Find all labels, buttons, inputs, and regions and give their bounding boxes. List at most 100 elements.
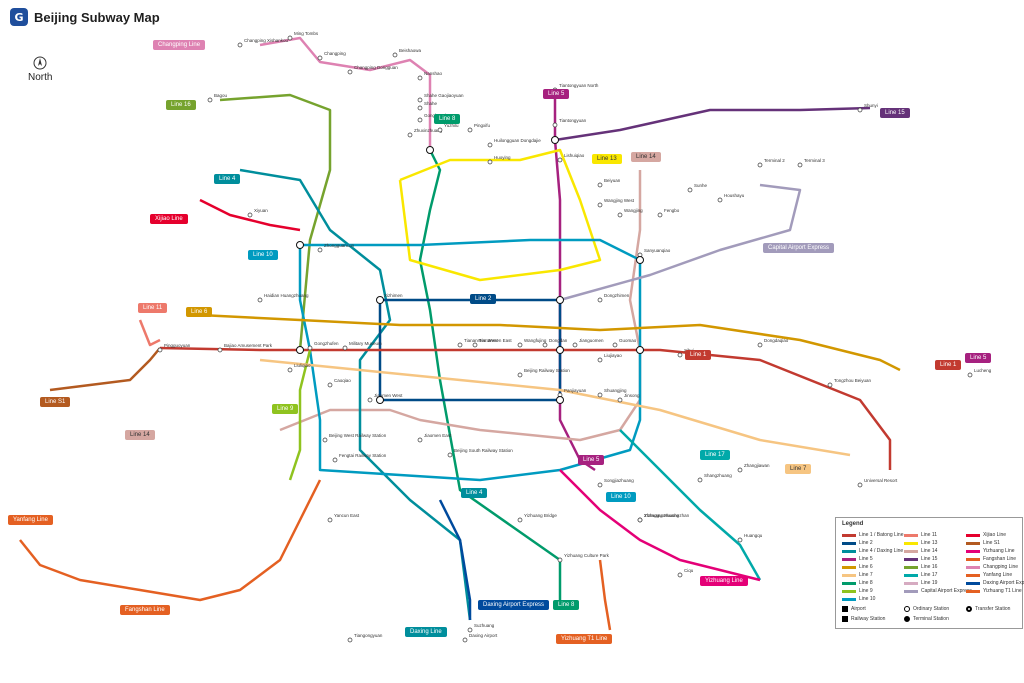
line-tag[interactable]: Line 4 [214, 174, 241, 184]
station-dot[interactable] [542, 342, 548, 348]
station-dot[interactable] [517, 342, 523, 348]
station-label[interactable]: Fengtai Railway Station [339, 453, 387, 458]
station-dot[interactable] [737, 467, 743, 473]
line-tag[interactable]: Capital Airport Express [763, 243, 835, 253]
station-label[interactable]: Jianguomen [579, 338, 604, 343]
station-label[interactable]: Wangjing [624, 208, 643, 213]
station-label[interactable]: Huilongguan Dongdajie [494, 138, 541, 143]
station-label[interactable]: Fengbo [664, 208, 680, 213]
station-dot[interactable] [407, 132, 413, 138]
station-label[interactable]: Daxing Airport [469, 633, 498, 638]
station-label[interactable]: Xizhimen [384, 293, 403, 298]
station-label[interactable]: Jiaomen West [374, 393, 403, 398]
station-dot[interactable] [467, 627, 473, 633]
station-dot[interactable] [457, 342, 463, 348]
station-label[interactable]: Pingguoyuan [164, 343, 191, 348]
station-dot[interactable] [472, 342, 478, 348]
line-tag[interactable]: Line 11 [138, 303, 168, 313]
line-tag[interactable]: Line 10 [606, 492, 636, 502]
line-tag[interactable]: Line 8 [434, 114, 461, 124]
station-dot[interactable] [237, 42, 243, 48]
station-label[interactable]: Guomao [619, 338, 637, 343]
station-dot[interactable] [797, 162, 803, 168]
station-label[interactable]: Changping Dongguan [354, 65, 398, 70]
station-dot[interactable] [552, 122, 558, 128]
line-tag[interactable]: Line 1 [685, 350, 712, 360]
station-label[interactable]: Huoying [494, 155, 511, 160]
station-dot[interactable] [437, 127, 443, 133]
station-dot[interactable] [417, 437, 423, 443]
station-label[interactable]: Xiyuan [254, 208, 268, 213]
transfer-station-icon[interactable] [376, 296, 384, 304]
station-dot[interactable] [687, 187, 693, 193]
line-tag[interactable]: Yizhuang Line [700, 576, 748, 586]
transfer-station-icon[interactable] [556, 396, 564, 404]
station-dot[interactable] [657, 212, 663, 218]
transfer-station-icon[interactable] [376, 396, 384, 404]
station-label[interactable]: Tiananmen East [479, 338, 512, 343]
station-label[interactable]: Military Museum [349, 341, 382, 346]
transfer-station-icon[interactable] [556, 296, 564, 304]
station-label[interactable]: Panjiayuan [564, 388, 587, 393]
station-dot[interactable] [717, 197, 723, 203]
line-tag[interactable]: Yizhuang T1 Line [556, 634, 613, 644]
station-label[interactable]: Pingxifu [474, 123, 491, 128]
line-tag[interactable]: Line 2 [470, 294, 497, 304]
station-dot[interactable] [677, 572, 683, 578]
station-dot[interactable] [597, 482, 603, 488]
station-label[interactable]: Yancun East [334, 513, 360, 518]
station-dot[interactable] [447, 452, 453, 458]
station-label[interactable]: Suzhuang [474, 623, 495, 628]
station-label[interactable]: Shahe [424, 101, 438, 106]
station-dot[interactable] [157, 347, 163, 353]
station-label[interactable]: Bajiao Amusement Park [224, 343, 273, 348]
station-label[interactable]: Haidian Huangzhuang [264, 293, 309, 298]
station-dot[interactable] [342, 345, 348, 351]
station-label[interactable]: Zhongguancun [324, 243, 355, 248]
transfer-station-icon[interactable] [551, 136, 559, 144]
station-label[interactable]: Beijing South Railway Station [454, 448, 513, 453]
station-label[interactable]: Changping [324, 51, 346, 56]
station-dot[interactable] [757, 342, 763, 348]
station-label[interactable]: Wangfujing [524, 338, 547, 343]
station-label[interactable]: Beishaowa [399, 48, 422, 53]
station-dot[interactable] [617, 397, 623, 403]
transfer-station-icon[interactable] [296, 241, 304, 249]
station-label[interactable]: Dongdan [549, 338, 568, 343]
station-dot[interactable] [417, 97, 423, 103]
station-dot[interactable] [857, 482, 863, 488]
station-label[interactable]: Liujiayao [604, 353, 622, 358]
line-tag[interactable]: Line 13 [592, 154, 622, 164]
station-dot[interactable] [417, 75, 423, 81]
station-dot[interactable] [417, 105, 423, 111]
station-label[interactable]: Houshayu [724, 193, 745, 198]
station-label[interactable]: Wangjing West [604, 198, 635, 203]
transfer-station-icon[interactable] [296, 346, 304, 354]
station-dot[interactable] [737, 537, 743, 543]
station-dot[interactable] [757, 162, 763, 168]
station-dot[interactable] [287, 35, 293, 41]
station-label[interactable]: Shahe Gaojiaoyuan [424, 93, 464, 98]
station-label[interactable]: Liuliqiao [294, 363, 311, 368]
station-dot[interactable] [857, 107, 863, 113]
station-dot[interactable] [487, 142, 493, 148]
station-dot[interactable] [317, 55, 323, 61]
station-dot[interactable] [597, 202, 603, 208]
station-label[interactable]: Universal Resort [864, 478, 898, 483]
station-dot[interactable] [557, 157, 563, 163]
station-dot[interactable] [517, 372, 523, 378]
line-tag[interactable]: Line 1 [935, 360, 962, 370]
line-tag[interactable]: Changping Line [153, 40, 206, 50]
station-label[interactable]: Yizhuang Culture Park [564, 553, 610, 558]
line-tag[interactable]: Line 17 [700, 450, 730, 460]
line-tag[interactable]: Line 5 [965, 353, 992, 363]
station-label[interactable]: Tiangongyuan [354, 633, 383, 638]
station-dot[interactable] [637, 517, 643, 523]
station-dot[interactable] [347, 637, 353, 643]
station-label[interactable]: Gongzhufen [314, 341, 339, 346]
station-label[interactable]: Sunhe [694, 183, 708, 188]
station-dot[interactable] [327, 517, 333, 523]
line-tag[interactable]: Yanfang Line [8, 515, 53, 525]
station-dot[interactable] [677, 352, 683, 358]
station-label[interactable]: Lucheng [974, 368, 992, 373]
